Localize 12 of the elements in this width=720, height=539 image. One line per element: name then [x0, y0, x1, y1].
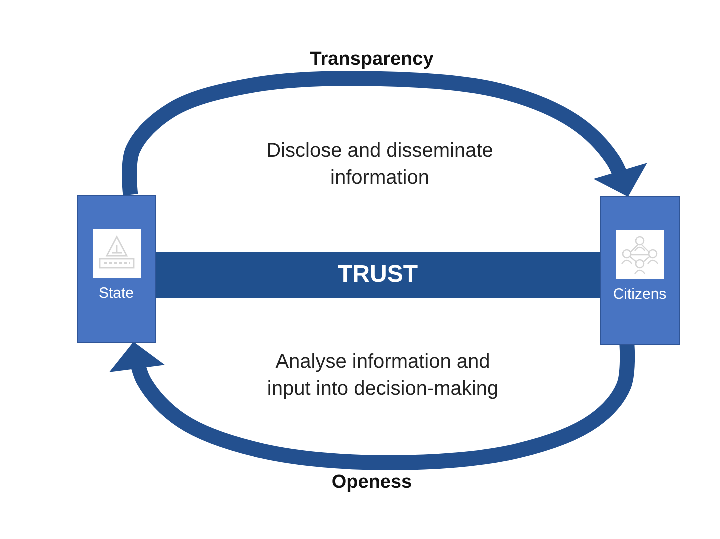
node-label: State [98, 285, 134, 302]
actor-box [600, 196, 680, 345]
curved-arrow [122, 71, 648, 198]
annotation-text: Disclose and disseminate information [266, 139, 494, 191]
annotation-text: Analyse information and input into decision-making [266, 350, 500, 402]
node-label: Citizens [613, 286, 667, 303]
curved-arrow [110, 342, 636, 470]
node-label: TRUST [338, 261, 418, 289]
edge-label: Transparency [310, 49, 434, 71]
edge-label: Openess [332, 472, 412, 494]
actor-box [77, 195, 156, 343]
banner-bar [156, 252, 600, 298]
